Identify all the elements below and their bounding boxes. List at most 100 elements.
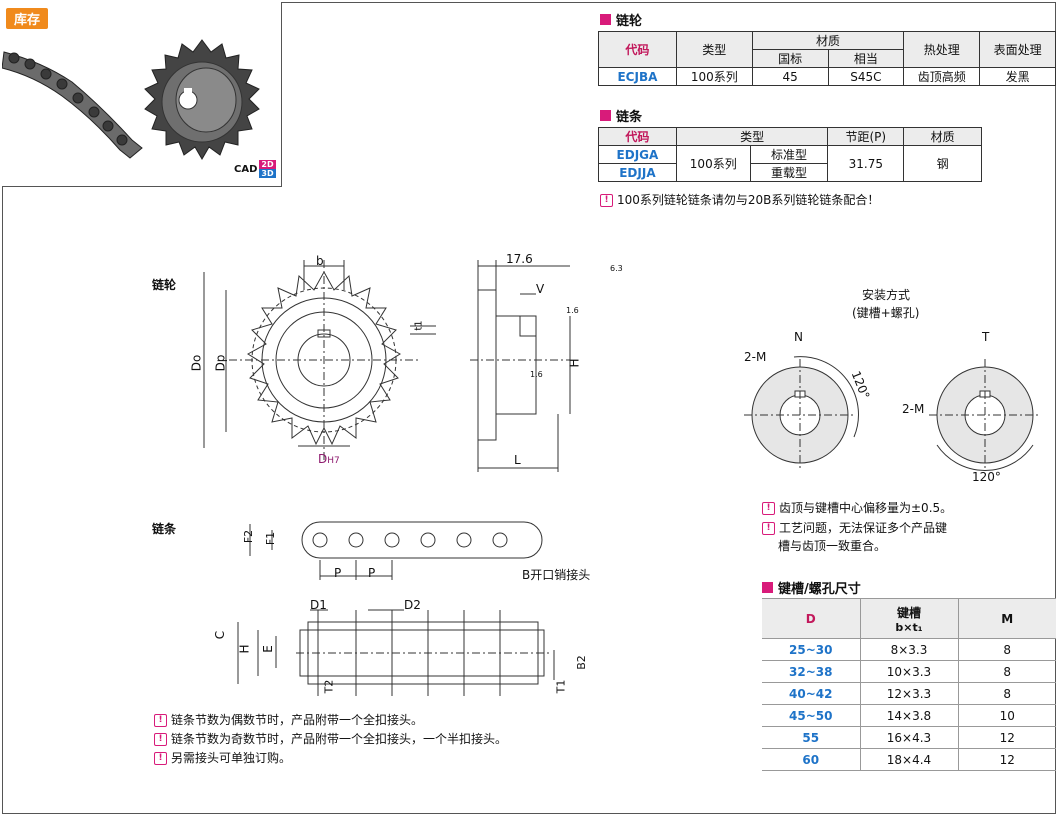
product-photo-panel: 库存 CAD 2D 3D bbox=[2, 2, 282, 187]
install-n-diagram bbox=[744, 356, 859, 471]
warning-icon: ! bbox=[154, 714, 167, 727]
chain-spec-table: 代码 类型 节距(P) 材质 EDJGA 100系列 标准型 31.75 钢 E… bbox=[598, 127, 982, 182]
warning-icon: ! bbox=[762, 502, 775, 515]
key-size-table: D 键槽 b×t₁ M 25~30 8×3.3 8 32~38 10×3.3 8… bbox=[762, 598, 1056, 771]
material-cell: 钢 bbox=[903, 145, 982, 182]
table-row: 40~42 12×3.3 8 bbox=[762, 682, 1056, 705]
dim-h2-label: H bbox=[237, 644, 252, 654]
roughness-16b-label: 1.6 bbox=[530, 370, 543, 379]
chain-side-view bbox=[237, 609, 555, 696]
dim-t2-label: T2 bbox=[322, 679, 336, 694]
chain-photo bbox=[2, 51, 143, 159]
dim-v-label: V bbox=[536, 282, 545, 296]
stock-badge: 库存 bbox=[6, 8, 49, 29]
sprocket-side-view bbox=[470, 260, 571, 472]
chain-note-3: !另需接头可单独订购。 bbox=[154, 750, 291, 766]
header-national: 国标 bbox=[751, 49, 829, 68]
product-photo bbox=[2, 39, 260, 160]
roughness-16a-label: 1.6 bbox=[566, 306, 579, 315]
dim-b-label: b bbox=[316, 254, 324, 268]
header-equivalent: 相当 bbox=[827, 49, 905, 68]
pitch-cell: 31.75 bbox=[827, 145, 905, 182]
header-material: 材质 bbox=[751, 31, 905, 50]
code-cell: EDJGA bbox=[598, 145, 677, 164]
table-row: 60 18×4.4 12 bbox=[762, 748, 1056, 771]
install-drawing bbox=[744, 356, 1041, 471]
sprocket-section-title: 链轮 bbox=[600, 10, 642, 29]
type-cell: 100系列 bbox=[675, 67, 753, 86]
table-row: 55 16×4.3 12 bbox=[762, 726, 1056, 749]
dim-l-label: L bbox=[514, 453, 521, 467]
install-angle-right-label: 120° bbox=[972, 470, 1001, 484]
warning-icon: ! bbox=[762, 522, 775, 535]
chain-note-2: !链条节数为奇数节时，产品附带一个全扣接头，一个半扣接头。 bbox=[154, 731, 507, 747]
dim-f2-label: F2 bbox=[242, 529, 256, 544]
install-n-label: N bbox=[794, 330, 803, 344]
heat-cell: 齿顶高频 bbox=[903, 67, 981, 86]
b-joint-label: B开口销接头 bbox=[522, 568, 591, 582]
header-material: 材质 bbox=[903, 127, 982, 146]
header-pitch: 节距(P) bbox=[827, 127, 905, 146]
dim-t1-label: t1 bbox=[413, 320, 425, 331]
install-note-3: 槽与齿顶一致重合。 bbox=[778, 539, 887, 553]
install-t-diagram bbox=[929, 359, 1041, 471]
header-code: 代码 bbox=[598, 31, 677, 68]
dim-c-label: C bbox=[213, 630, 228, 640]
cad-badge: CAD 2D 3D bbox=[234, 160, 276, 178]
dim-dh7-label: DH7 bbox=[318, 452, 340, 466]
surface-cell: 发黑 bbox=[979, 67, 1056, 86]
install-m-left-label: 2-M bbox=[744, 350, 767, 364]
section-marker-icon bbox=[600, 14, 611, 25]
dim-d2-label: D2 bbox=[404, 598, 421, 612]
type-series-cell: 100系列 bbox=[675, 145, 751, 182]
dim-e-label: E bbox=[260, 645, 275, 653]
roughness-63-label: 6.3 bbox=[610, 264, 623, 273]
install-subtitle: (键槽+螺孔) bbox=[852, 306, 920, 320]
warning-icon: ! bbox=[154, 752, 167, 765]
table-row: 45~50 14×3.8 10 bbox=[762, 704, 1056, 727]
dim-p2-label: P bbox=[368, 566, 376, 580]
header-heat: 热处理 bbox=[903, 31, 981, 68]
national-cell: 45 bbox=[751, 67, 829, 86]
sprocket-drawing-label: 链轮 bbox=[152, 278, 177, 292]
install-note-1: !齿顶与键槽中心偏移量为±0.5。 bbox=[762, 500, 952, 516]
header-type: 类型 bbox=[675, 31, 753, 68]
dim-b2-label: B2 bbox=[574, 655, 588, 670]
dim-p1-label: P bbox=[334, 566, 342, 580]
dim-d1-label: D1 bbox=[310, 598, 327, 612]
key-section-title: 键槽/螺孔尺寸 bbox=[762, 578, 861, 597]
subtype-cell: 重载型 bbox=[749, 163, 829, 182]
header-d: D bbox=[762, 598, 860, 639]
dim-176-label: 17.6 bbox=[506, 252, 533, 266]
equivalent-cell: S45C bbox=[827, 67, 905, 86]
warning-icon: ! bbox=[600, 194, 613, 207]
dim-h-label: H bbox=[567, 358, 582, 368]
header-keyway: 键槽 b×t₁ bbox=[859, 598, 958, 639]
chain-drawing-label: 链条 bbox=[152, 522, 177, 536]
subtype-cell: 标准型 bbox=[749, 145, 829, 164]
dim-do-label: Do bbox=[189, 354, 204, 372]
dim-dp-label: Dp bbox=[213, 354, 228, 372]
chain-section-title: 链条 bbox=[600, 106, 642, 125]
header-m: M bbox=[957, 598, 1056, 639]
table-row: 32~38 10×3.3 8 bbox=[762, 660, 1056, 683]
dim-t1b-label: T1 bbox=[554, 679, 568, 694]
code-cell: ECJBA bbox=[598, 67, 677, 86]
chain-drawing bbox=[237, 521, 555, 696]
section-marker-icon bbox=[762, 582, 773, 593]
install-m-right-label: 2-M bbox=[902, 402, 925, 416]
chain-note-1: !链条节数为偶数节时，产品附带一个全扣接头。 bbox=[154, 712, 423, 728]
sprocket-drawing bbox=[203, 260, 571, 472]
header-code: 代码 bbox=[598, 127, 677, 146]
section-marker-icon bbox=[600, 110, 611, 121]
install-t-label: T bbox=[982, 330, 990, 344]
sprocket-photo bbox=[144, 39, 260, 160]
install-title: 安装方式 bbox=[862, 288, 911, 302]
warning-icon: ! bbox=[154, 733, 167, 746]
install-note-2: !工艺问题，无法保证多个产品键 bbox=[762, 520, 947, 536]
sprocket-spec-table: 代码 类型 材质 热处理 表面处理 国标 相当 ECJBA 100系列 45 S… bbox=[598, 31, 1056, 86]
chain-top-view bbox=[249, 521, 543, 580]
header-surface: 表面处理 bbox=[979, 31, 1056, 68]
header-type: 类型 bbox=[675, 127, 829, 146]
